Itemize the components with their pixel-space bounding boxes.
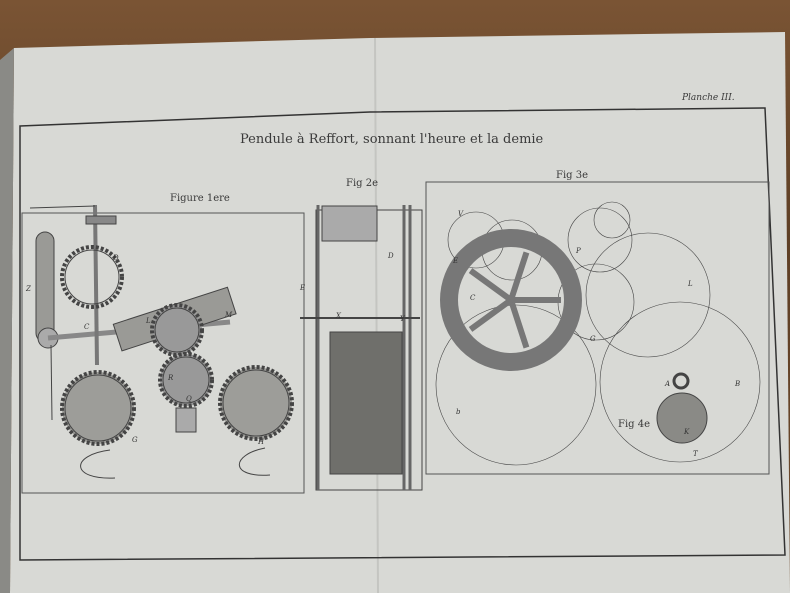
ratchet-g-body — [64, 374, 132, 442]
paper-shadow-left — [0, 48, 14, 593]
figure-letter-label: V — [458, 210, 464, 218]
figure-letter-label: Y — [400, 315, 405, 323]
fig2-block — [321, 205, 378, 242]
pendulum-rod — [35, 231, 55, 343]
figure-letter-label: A — [665, 380, 671, 388]
figure-letter-label: D — [388, 252, 394, 260]
top-rod — [29, 205, 96, 209]
bracket — [85, 215, 117, 225]
figure-letter-label: B — [735, 380, 741, 388]
figure-letter-label: C — [84, 323, 90, 331]
wheel-spoke — [508, 251, 530, 301]
fig3-pitch-circle — [435, 304, 597, 466]
wheel-spoke — [468, 297, 513, 332]
gear-d-dotted — [60, 245, 124, 309]
figure-letter-label: E — [300, 284, 306, 292]
figure-4-label: Fig 4e — [618, 419, 650, 430]
wheel-spoke — [468, 268, 513, 303]
pendulum-wire — [50, 344, 53, 421]
plate-title: Pendule à Reffort, sonnant l'heure et la… — [240, 132, 544, 147]
figure-letter-label: C — [470, 294, 476, 302]
figure-letter-label: b — [456, 408, 461, 416]
figure-1-panel — [21, 212, 305, 494]
spring-wire-left — [80, 449, 116, 479]
figure-letter-label: P — [576, 247, 581, 255]
great-wheel-rim — [440, 229, 582, 371]
figure-letter-label: Q — [186, 395, 192, 403]
mainspring-barrel — [329, 331, 403, 475]
figure-letter-label: X — [336, 312, 341, 320]
figure-3-label: Fig 3e — [556, 170, 588, 181]
figure-letter-label: L — [688, 280, 693, 288]
gear-d-dotted-body — [64, 249, 120, 305]
fig4-wheel — [656, 392, 708, 444]
plate-frame — [19, 107, 786, 561]
figure-letter-label: R — [168, 374, 174, 382]
figure-letter-label: K — [684, 428, 690, 436]
paper-sheet — [10, 32, 790, 593]
figure-3-panel — [425, 181, 770, 475]
spring-wire-right — [238, 447, 271, 476]
figure-letter-label: H — [258, 438, 265, 446]
figure-letter-label: Z — [26, 285, 31, 293]
plate-number: Planche III. — [682, 93, 735, 103]
paper-fold — [374, 37, 379, 593]
figure-1-label: Figure 1ere — [170, 193, 230, 204]
fig4-ring — [672, 372, 690, 390]
vertical-arbor — [93, 204, 99, 366]
fig3-pitch-circle — [599, 301, 761, 463]
gear-c-body — [154, 307, 200, 353]
figure-letter-label: D — [113, 254, 119, 262]
gear-r-body — [162, 356, 210, 404]
figure-letter-label: E — [453, 257, 459, 265]
fig3-pitch-circle — [585, 232, 711, 358]
figure-letter-label: G — [590, 335, 596, 343]
figure-letter-label: L — [146, 317, 151, 325]
cock-q — [175, 407, 197, 433]
figure-letter-label: T — [693, 450, 698, 458]
fig3-pitch-circle — [593, 201, 631, 239]
wheel-spoke — [508, 299, 530, 349]
ratchet-h-body — [222, 369, 290, 437]
figure-2-label: Fig 2e — [346, 178, 378, 189]
fig3-pitch-circle — [567, 207, 633, 273]
figure-letter-label: G — [132, 436, 138, 444]
figure-letter-label: M — [225, 311, 233, 319]
